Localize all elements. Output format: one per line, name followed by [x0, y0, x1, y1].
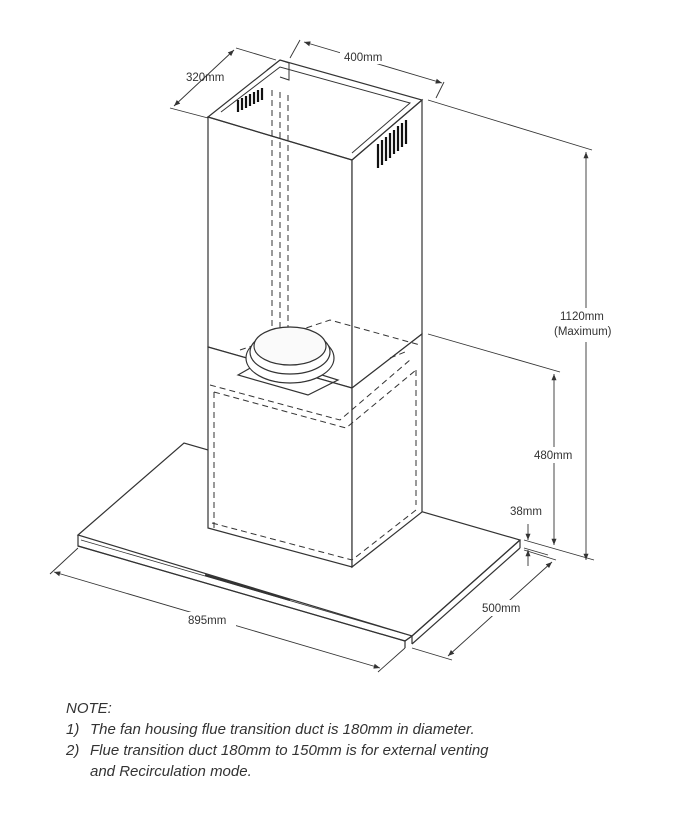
note-number: 1) — [66, 721, 80, 738]
vent-left-icon — [236, 88, 264, 112]
note-text: The fan housing flue transition duct is … — [90, 721, 475, 738]
notes: NOTE: 1) The fan housing flue transition… — [66, 698, 626, 782]
note-text: Flue transition duct 180mm to 150mm is f… — [90, 742, 489, 759]
note-text-continued: and Recirculation mode. — [90, 763, 252, 780]
dim-canopy-width: 895mm — [188, 615, 226, 627]
dim-canopy-thickness: 38mm — [510, 506, 542, 518]
dim-height-max: 1120mm — [560, 311, 604, 323]
hidden-duct-lines — [209, 90, 421, 561]
note-item: 1) The fan housing flue transition duct … — [66, 719, 626, 740]
vent-right-icon — [376, 120, 408, 168]
flue-collar — [236, 326, 340, 396]
dim-height-max-note: (Maximum) — [554, 326, 612, 338]
note-item: 2) Flue transition duct 180mm to 150mm i… — [66, 740, 626, 761]
dim-chimney-height: 480mm — [534, 450, 572, 462]
chimney-lower — [207, 332, 423, 569]
note-number: 2) — [66, 742, 80, 759]
dim-canopy-depth: 500mm — [482, 603, 520, 615]
notes-heading: NOTE: — [66, 700, 112, 717]
dim-depth-top: 320mm — [186, 72, 224, 84]
range-hood-dimension-drawing: 400mm 320mm 1120mm (Maximum) 480mm 38mm … — [49, 39, 618, 673]
dimension-labels: 400mm 320mm 1120mm (Maximum) 480mm 38mm … — [186, 49, 618, 628]
dim-width-top: 400mm — [344, 52, 382, 64]
